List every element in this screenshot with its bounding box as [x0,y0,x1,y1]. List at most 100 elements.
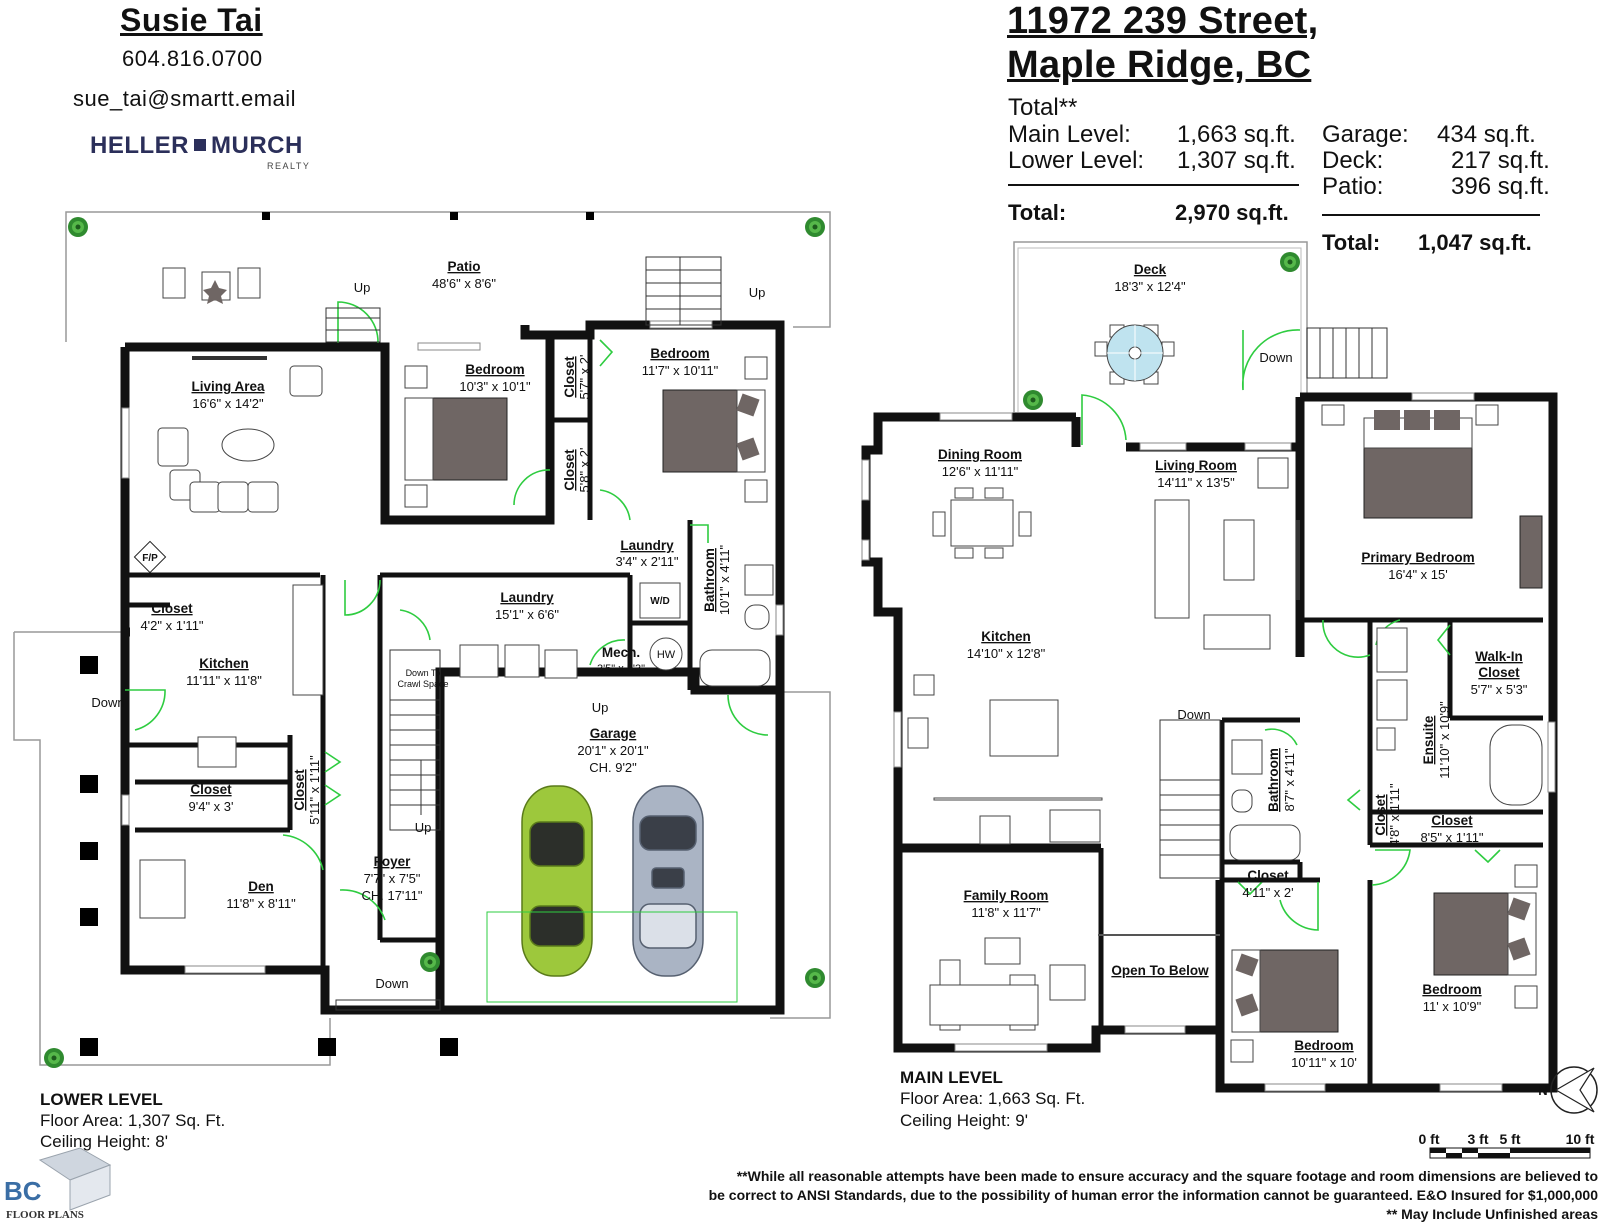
main-walkin-name2: Closet [1478,665,1520,680]
main-level-area: Floor Area: 1,663 Sq. Ft. [900,1089,1086,1108]
brokerage-square-icon [194,139,206,152]
lower-up-stairs: Up [749,285,766,300]
lower-up-foyer: Up [415,820,432,835]
brokerage-name-left: HELLER [90,132,189,159]
lower-closet-e-name: Closet [292,769,307,811]
car-green [521,785,593,977]
lower-kitchen-dim: 11'11" x 11'8" [186,673,262,688]
main-bed-a-name: Bedroom [1294,1038,1353,1053]
main-bed-a-dim: 10'11" x 10' [1291,1055,1357,1070]
main-kitchen-name: Kitchen [981,629,1031,644]
main-down-stairs: Down [1177,707,1210,722]
main-open-below: Open To Below [1111,963,1209,978]
lower-fp-label: F/P [142,553,158,564]
lower-den-name: Den [248,879,274,894]
lower-bed2-name: Bedroom [650,346,709,361]
summary-garage-value: 434 sq.ft. [1437,121,1536,148]
lower-den-dim: 11'8" x 8'11" [226,896,296,911]
main-down-deck: Down [1259,350,1292,365]
compass-icon: N [1538,1066,1598,1114]
summary-extra-total-value: 1,047 sq.ft. [1418,230,1532,255]
lower-laundry-name: Laundry [500,590,554,605]
main-dining-dim: 12'6" x 11'11" [942,464,1019,479]
scale-tick-0: 0 ft [1419,1131,1440,1147]
main-walkin-name: Walk-In [1475,649,1523,664]
lower-bathroom-dim: 10'1" x 4'11" [717,544,732,615]
main-level-ceiling: Ceiling Height: 9' [900,1111,1028,1130]
lower-garage-name: Garage [590,726,637,741]
main-kitchen-dim: 14'10" x 12'8" [967,646,1046,661]
lower-level-title: LOWER LEVEL [40,1090,163,1109]
lower-crawl-1: Down To [406,668,441,678]
main-bed-b-name: Bedroom [1422,982,1481,997]
disclaimer-line1: **While all reasonable attempts have bee… [736,1168,1598,1184]
lower-closet-d-name: Closet [190,782,232,797]
lower-crawl-2: Crawl Space [397,679,448,689]
summary-total-label: Total: [1008,200,1067,225]
summary-main-label: Main Level: [1008,121,1131,148]
agent-phone: 604.816.0700 [122,46,263,71]
main-closet-a-name: Closet [1373,794,1388,836]
lower-closet-b-dim: 5'8" x 2' [577,448,592,493]
lower-bed1-name: Bedroom [465,362,524,377]
lower-garage-ch: CH. 9'2" [589,760,637,775]
lower-closet-a-dim: 5'7" x 2' [577,355,592,400]
summary-lower-label: Lower Level: [1008,147,1145,174]
lower-closet-b-name: Closet [562,449,577,491]
lower-up-garage: Up [592,700,609,715]
main-bathroom-dim: 8'7" x 4'11" [1282,748,1297,811]
main-ensuite-name: Ensuite [1421,715,1436,764]
lower-closet-c-dim: 4'2" x 1'11" [140,618,203,633]
scale-tick-3: 3 ft [1468,1131,1489,1147]
summary-lower-value: 1,307 sq.ft. [1177,147,1296,174]
summary-total-value: 2,970 sq.ft. [1175,200,1289,225]
main-deck-dim: 18'3" x 12'4" [1114,279,1186,294]
lower-living-dim: 16'6" x 14'2" [192,396,264,411]
lower-kitchen-name: Kitchen [199,656,249,671]
main-walkin-dim: 5'7" x 5'3" [1471,682,1528,697]
lower-closet-c-name: Closet [151,601,193,616]
lower-up-patio: Up [354,280,371,295]
agent-email: sue_tai@smartt.email [73,86,297,111]
brokerage-sub: REALTY [267,161,311,171]
main-closet-c-dim: 4'11" x 2' [1242,885,1293,900]
lower-bed1-dim: 10'3" x 10'1" [459,379,531,394]
agent-name: Susie Tai [120,2,263,38]
address-line2: Maple Ridge, BC [1007,44,1312,86]
lower-garage-dim: 20'1" x 20'1" [577,743,649,758]
brokerage-name-right: MURCH [211,132,303,159]
main-living-dim: 14'11" x 13'5" [1157,475,1235,490]
summary-deck-label: Deck: [1322,147,1384,174]
lower-mech-name: Mech. [602,645,640,660]
car-silver [632,785,704,977]
brokerage-logo: HELLER MURCH [90,132,303,160]
main-deck-name: Deck [1134,262,1167,277]
logo-bc: BC [4,1176,42,1206]
main-primary-dim: 16'4" x 15' [1388,567,1447,582]
main-living-name: Living Room [1155,458,1237,473]
lower-hw-label: HW [657,649,676,661]
logo-floor-plans: FLOOR PLANS [6,1209,84,1221]
lower-laundry-dim: 15'1" x 6'6" [495,607,559,622]
lower-closet-e-dim: 5'11" x 1'11" [307,755,322,825]
lower-laundry-small-name: Laundry [620,538,674,553]
scale-tick-5: 5 ft [1500,1131,1521,1147]
lower-down-side: Down [91,695,124,710]
main-bathroom-name: Bathroom [1266,748,1281,812]
lower-bed2-dim: 11'7" x 10'11" [642,363,719,378]
lower-foyer-dim: 7'7" x 7'5" [364,871,421,886]
summary-main-value: 1,663 sq.ft. [1177,121,1296,148]
summary-extra-divider [1322,214,1540,216]
lower-mech-dim: 3'5" x 3'3" [597,663,645,675]
lower-laundry-small-dim: 3'4" x 2'11" [615,554,678,569]
main-bed-b-dim: 11' x 10'9" [1423,999,1482,1014]
summary-deck-value: 217 sq.ft. [1451,147,1550,174]
bc-floor-plans-logo: BC FLOOR PLANS [4,1147,112,1221]
main-dining-name: Dining Room [938,447,1022,462]
main-ensuite-dim: 11'10" x 10'9" [1437,701,1452,779]
main-family-name: Family Room [964,888,1049,903]
lower-wd-label: W/D [650,596,669,607]
summary-patio-value: 396 sq.ft. [1451,173,1550,200]
main-closet-c-name: Closet [1247,868,1289,883]
